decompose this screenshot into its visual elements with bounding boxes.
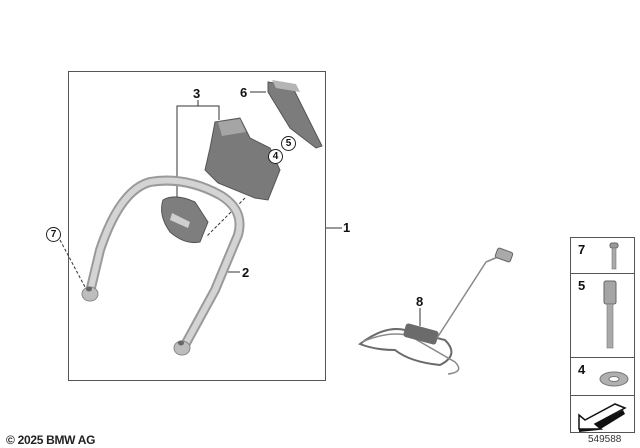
callout-1: 1 xyxy=(343,220,351,235)
circled-ref-5: 5 xyxy=(281,136,296,151)
legend-num: 5 xyxy=(578,278,586,293)
parts-legend: 7 5 4 xyxy=(570,237,635,433)
legend-num: 4 xyxy=(578,362,586,377)
callout-8: 8 xyxy=(416,294,424,309)
long-screw-icon xyxy=(603,280,617,349)
legend-num: 7 xyxy=(578,242,586,257)
washer-icon xyxy=(599,371,629,387)
arrow-icon xyxy=(578,403,627,432)
short-screw-icon xyxy=(609,242,619,270)
callout-6: 6 xyxy=(240,85,248,100)
legend-item-arrow xyxy=(570,395,635,433)
circled-ref-4: 4 xyxy=(268,149,283,164)
image-number: 549588 xyxy=(588,434,622,445)
legend-item-5: 5 xyxy=(570,273,635,357)
callout-2: 2 xyxy=(242,265,250,280)
copyright-text: © 2025 BMW AG xyxy=(6,433,96,447)
callout-3: 3 xyxy=(193,86,201,101)
legend-item-7: 7 xyxy=(570,237,635,273)
circled-ref-7: 7 xyxy=(46,227,61,242)
legend-item-4: 4 xyxy=(570,357,635,395)
assembly-frame xyxy=(68,71,326,381)
